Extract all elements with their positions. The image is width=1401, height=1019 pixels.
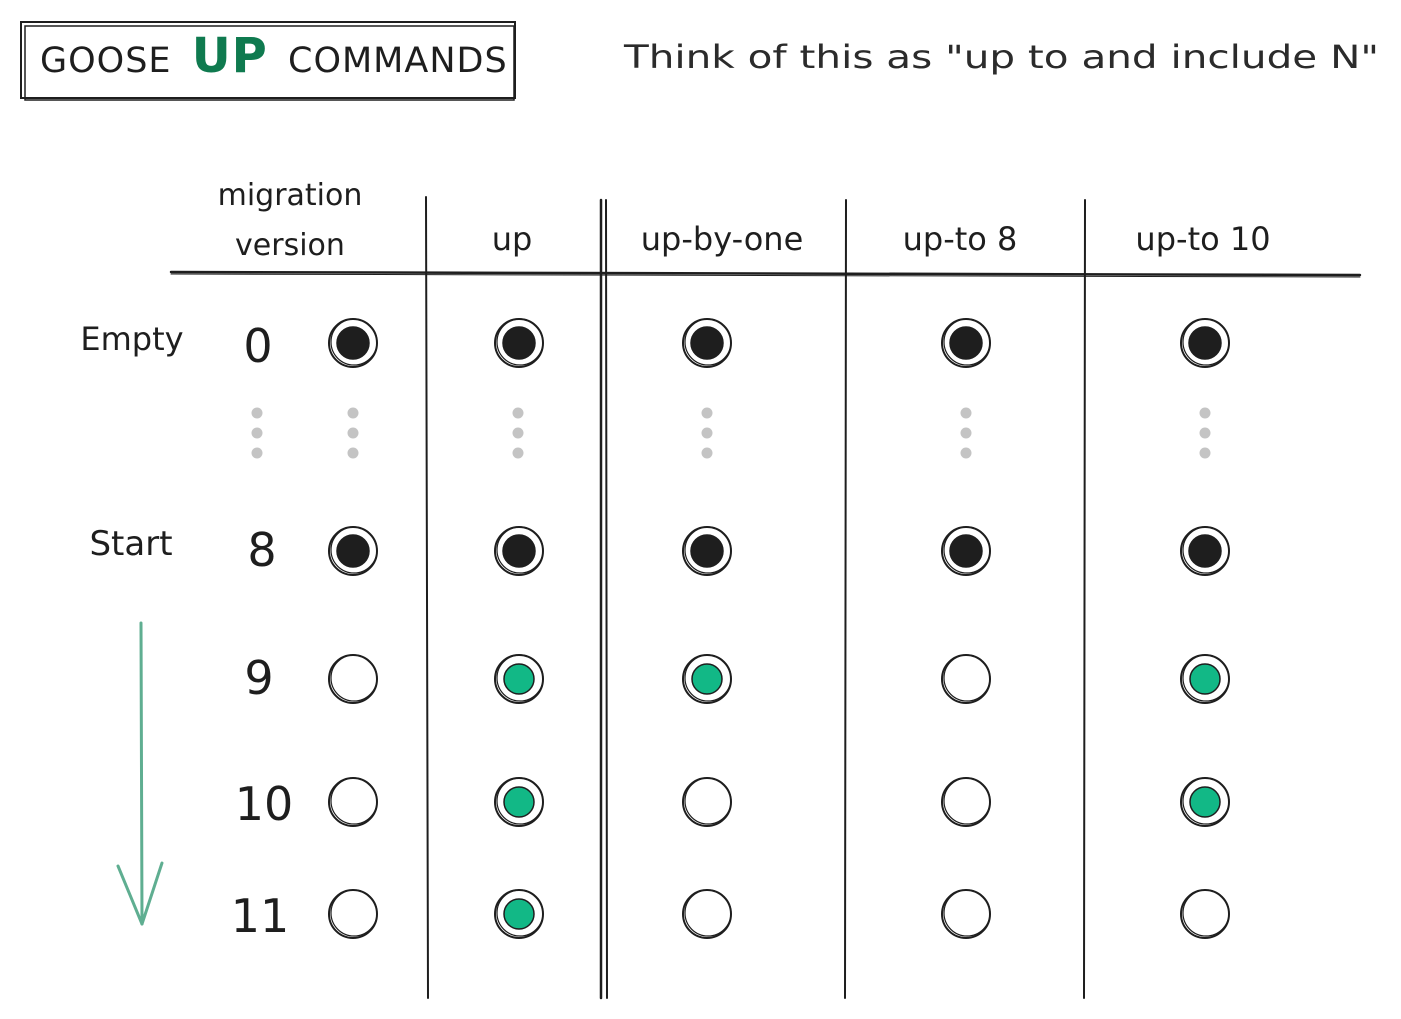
migration-marker-applied xyxy=(682,318,732,368)
column-header-up: up xyxy=(492,220,533,258)
migration-marker-pending xyxy=(941,889,991,939)
explanation-note: Think of this as "up to and include N" xyxy=(623,38,1379,76)
version-10: 10 xyxy=(235,777,294,831)
ellipsis-dot xyxy=(251,447,263,459)
ellipsis-dot xyxy=(701,427,713,439)
page-title: GOOSE UP COMMANDS xyxy=(40,28,508,84)
ellipsis-dot xyxy=(960,427,972,439)
ellipsis-dot xyxy=(960,407,972,419)
column-headers: up up-by-one up-to 8 up-to 10 xyxy=(492,220,1271,258)
ellipsis-dot xyxy=(701,407,713,419)
migration-marker-applied xyxy=(328,318,378,368)
row-label-empty: Empty xyxy=(80,320,183,358)
migration-marker-new xyxy=(494,777,544,827)
migration-marker-pending xyxy=(328,654,378,704)
column-header-up-by-one: up-by-one xyxy=(641,220,804,258)
migration-marker-applied xyxy=(941,318,991,368)
migration-marker-pending xyxy=(328,889,378,939)
migration-marker-pending xyxy=(682,889,732,939)
down-arrow xyxy=(116,621,164,926)
version-numbers: 0 8 9 10 11 xyxy=(231,319,294,943)
ellipsis-dot xyxy=(347,427,359,439)
ellipsis-dot xyxy=(1199,407,1211,419)
ellipsis-dot xyxy=(701,447,713,459)
ellipsis-dot xyxy=(960,447,972,459)
migration-marker-new xyxy=(494,889,544,939)
migration-marker-applied xyxy=(682,526,732,576)
migration-marker-applied xyxy=(1180,318,1230,368)
header-version: version xyxy=(235,228,345,263)
migration-marker-pending xyxy=(328,777,378,827)
ellipsis-dot xyxy=(1199,447,1211,459)
migration-marker-new xyxy=(1180,654,1230,704)
ellipsis-dot xyxy=(251,407,263,419)
version-8: 8 xyxy=(247,523,276,577)
migration-marker-new xyxy=(682,654,732,704)
ellipsis-dot xyxy=(251,427,263,439)
table-grid xyxy=(169,196,1362,1000)
migration-marker-applied xyxy=(328,526,378,576)
ellipsis-dot xyxy=(512,407,524,419)
migration-marker-new xyxy=(494,654,544,704)
ellipsis-dots xyxy=(251,407,1211,459)
version-9: 9 xyxy=(244,651,273,705)
ellipsis-dot xyxy=(512,427,524,439)
row-label-start: Start xyxy=(89,524,172,564)
migration-marker-applied xyxy=(941,526,991,576)
title-box: GOOSE UP COMMANDS xyxy=(20,21,516,101)
ellipsis-dot xyxy=(1199,427,1211,439)
title-highlight: UP xyxy=(192,28,268,84)
migration-marker-pending xyxy=(1180,889,1230,939)
migration-marker-applied xyxy=(1180,526,1230,576)
ellipsis-dot xyxy=(347,407,359,419)
migration-marker-pending xyxy=(941,777,991,827)
title-suffix: COMMANDS xyxy=(288,41,508,81)
header-migration: migration xyxy=(218,178,363,213)
column-header-up-to-10: up-to 10 xyxy=(1135,220,1270,258)
migration-markers xyxy=(328,318,1230,939)
version-11: 11 xyxy=(231,889,290,943)
migration-marker-applied xyxy=(494,526,544,576)
migration-marker-new xyxy=(1180,777,1230,827)
migration-marker-pending xyxy=(941,654,991,704)
ellipsis-dot xyxy=(347,447,359,459)
migration-marker-applied xyxy=(494,318,544,368)
version-0: 0 xyxy=(243,319,272,373)
migration-marker-pending xyxy=(682,777,732,827)
title-prefix: GOOSE xyxy=(40,41,172,81)
column-header-up-to-8: up-to 8 xyxy=(903,220,1018,258)
ellipsis-dot xyxy=(512,447,524,459)
